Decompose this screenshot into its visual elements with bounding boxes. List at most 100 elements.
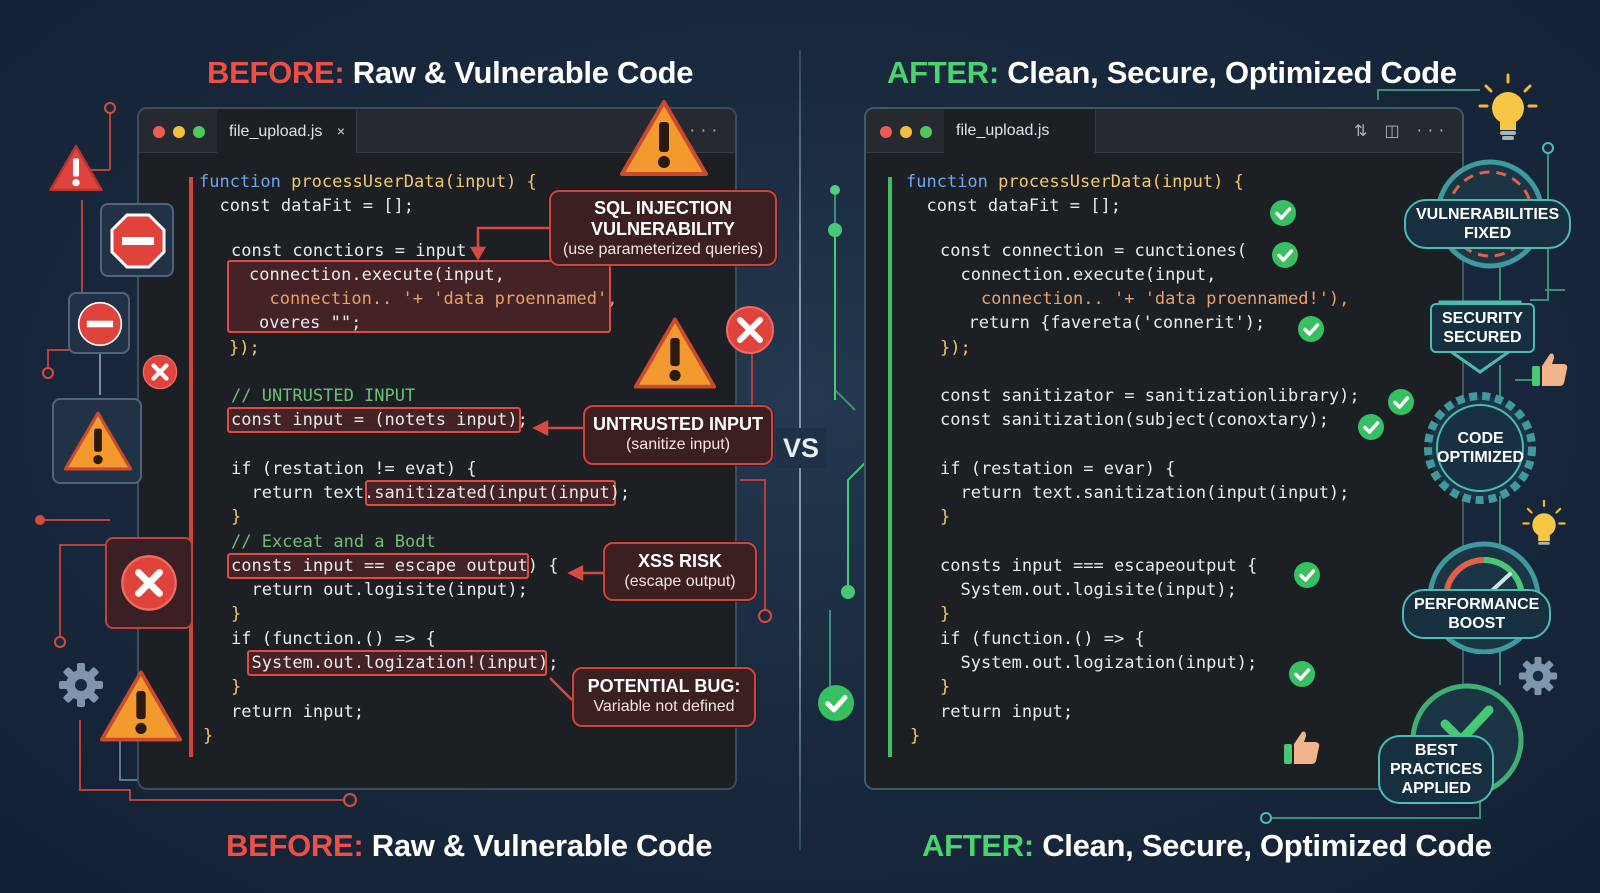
stop-icon xyxy=(77,301,123,347)
warning-icon xyxy=(49,144,103,192)
check-icon xyxy=(1298,316,1324,342)
code-line: return input; xyxy=(231,702,365,722)
minimize-window-dot[interactable] xyxy=(900,126,912,138)
code-line: // Exceat and a Bodt xyxy=(231,532,436,552)
code-line: consts input == escape output) { xyxy=(231,556,559,576)
code-line: } xyxy=(231,604,242,624)
gear-icon xyxy=(59,663,103,707)
xss-highlight-box xyxy=(227,553,529,579)
code-line: System.out.logisite(input); xyxy=(940,580,1237,600)
code-line: // UNTRUSTED INPUT xyxy=(231,386,416,406)
check-icon xyxy=(818,685,854,721)
code-line: if (function.() => { xyxy=(231,629,436,649)
lightbulb-icon xyxy=(1478,73,1538,140)
lightbulb-icon xyxy=(1522,499,1566,545)
tab-filename: file_upload.js xyxy=(229,123,323,140)
code-line: } xyxy=(231,507,242,527)
code-line: }); xyxy=(940,338,971,358)
code-line: connection.. '+ 'data proennamed', xyxy=(249,289,618,309)
before-file-tab[interactable]: file_upload.js × xyxy=(217,109,357,153)
callout-title: SQL INJECTION VULNERABILITY xyxy=(591,198,735,239)
code-line: connection.execute(input, xyxy=(249,265,505,285)
callout-subtitle: Variable not defined xyxy=(593,698,735,715)
success-gutter-bar xyxy=(888,177,892,757)
gear-icon xyxy=(1518,656,1558,696)
check-icon xyxy=(1358,414,1384,440)
error-icon xyxy=(726,306,774,354)
code-line: if (restation != evat) { xyxy=(231,459,477,479)
error-icon-box xyxy=(105,537,193,629)
minimize-window-dot[interactable] xyxy=(173,126,185,138)
code-line: return text.sanitizated(input(input); xyxy=(231,483,631,503)
code-line: if (restation = evar) { xyxy=(940,459,1176,479)
untrusted-highlight-box xyxy=(227,407,521,433)
badge-label: SECURITY SECURED xyxy=(1430,303,1535,353)
error-icon xyxy=(142,354,178,390)
after-titlebar: file_upload.js ⇅ ◫ ··· xyxy=(866,109,1462,153)
before-title: Raw & Vulnerable Code xyxy=(371,828,713,863)
after-file-tab[interactable]: file_upload.js xyxy=(944,109,1096,153)
sql-highlight-box xyxy=(227,260,611,333)
code-line: return text.sanitization(input(input); xyxy=(940,483,1350,503)
potential-bug-callout: POTENTIAL BUG: Variable not defined xyxy=(572,667,756,727)
code-line: const sanitizator = sanitizationlibrary)… xyxy=(940,386,1360,406)
check-icon xyxy=(1294,562,1320,588)
after-prefix: AFTER: xyxy=(887,55,999,90)
before-headline-top: BEFORE: Raw & Vulnerable Code xyxy=(207,55,694,91)
code-line: if (function.() => { xyxy=(940,629,1145,649)
check-icon xyxy=(1270,200,1296,226)
close-window-dot[interactable] xyxy=(880,126,892,138)
code-line: } xyxy=(231,677,242,697)
warning-icon xyxy=(633,317,717,389)
maximize-window-dot[interactable] xyxy=(920,126,932,138)
before-prefix: BEFORE: xyxy=(207,55,345,90)
sql-injection-callout: SQL INJECTION VULNERABILITY (use paramet… xyxy=(549,190,777,266)
code-line: overes ""; xyxy=(259,313,362,333)
bug-highlight-box xyxy=(247,650,547,676)
code-line: return {favereta('connerit'); xyxy=(948,313,1266,333)
error-gutter-bar xyxy=(189,177,193,757)
vs-label: VS xyxy=(776,428,826,468)
warning-icon xyxy=(99,670,183,742)
more-options-icon[interactable]: ··· xyxy=(689,121,723,140)
warning-icon-box xyxy=(52,398,142,484)
stop-icon xyxy=(110,213,166,269)
after-title: Clean, Secure, Optimized Code xyxy=(1042,828,1492,863)
callout-subtitle: (sanitize input) xyxy=(625,436,731,453)
close-window-dot[interactable] xyxy=(153,126,165,138)
code-line: const input = (notets input); xyxy=(231,410,528,430)
maximize-window-dot[interactable] xyxy=(193,126,205,138)
thumbs-up-icon xyxy=(1284,731,1320,764)
after-editor-window: file_upload.js ⇅ ◫ ··· function processU… xyxy=(864,107,1464,790)
before-headline-bottom: BEFORE: Raw & Vulnerable Code xyxy=(226,828,713,864)
code-line: const dataFit = []; xyxy=(906,196,1121,216)
code-line: function processUserData(input) { xyxy=(199,172,537,192)
code-line: System.out.logization!(input); xyxy=(231,653,559,673)
badge-label: PERFORMANCE BOOST xyxy=(1402,589,1552,639)
code-line: connection.. '+ 'data proennamed!'), xyxy=(940,289,1350,309)
code-line: } xyxy=(203,726,214,746)
gear-badge-frame xyxy=(1424,392,1536,504)
callout-title: POTENTIAL BUG: xyxy=(587,676,741,696)
code-line: function processUserData(input) { xyxy=(906,172,1244,192)
before-prefix: BEFORE: xyxy=(226,828,364,863)
warning-icon xyxy=(620,100,708,176)
close-tab-icon[interactable]: × xyxy=(336,123,346,139)
stop-icon-box xyxy=(100,203,174,277)
callout-title: UNTRUSTED INPUT xyxy=(593,414,763,434)
check-icon xyxy=(1388,389,1414,415)
thumbs-up-icon xyxy=(1532,353,1568,386)
callout-subtitle: (escape output) xyxy=(624,573,736,590)
editor-toolbar-icons[interactable]: ⇅ ◫ ··· xyxy=(1354,121,1450,140)
after-title: Clean, Secure, Optimized Code xyxy=(1007,55,1457,90)
check-icon xyxy=(1272,242,1298,268)
tab-filename: file_upload.js xyxy=(956,122,1050,139)
check-icon xyxy=(1289,661,1315,687)
xss-risk-callout: XSS RISK (escape output) xyxy=(603,542,757,601)
badge-label: CODE OPTIMIZED xyxy=(1437,430,1525,466)
code-line: }); xyxy=(229,338,260,358)
code-line: } xyxy=(940,507,951,527)
warning-icon xyxy=(63,411,133,471)
code-line: System.out.logization(input); xyxy=(940,653,1258,673)
